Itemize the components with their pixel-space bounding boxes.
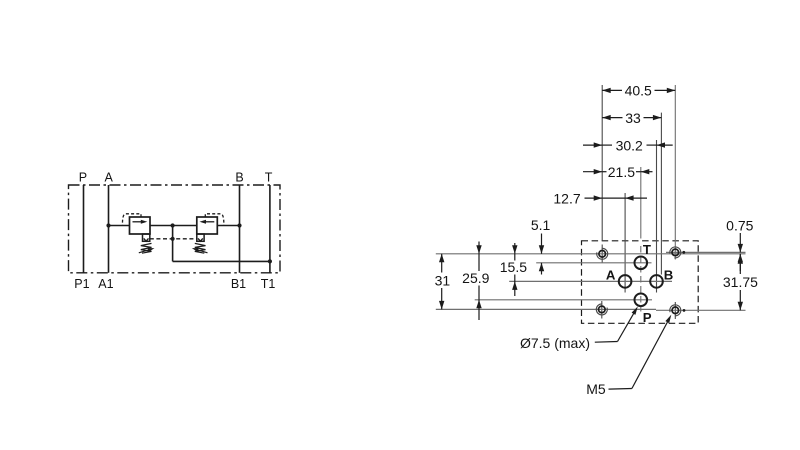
- svg-text:5.1: 5.1: [531, 217, 551, 233]
- svg-text:A: A: [105, 171, 114, 185]
- svg-text:T: T: [643, 242, 651, 257]
- svg-text:P1: P1: [74, 277, 89, 291]
- svg-text:M5: M5: [586, 381, 606, 397]
- svg-text:P: P: [79, 171, 87, 185]
- svg-text:12.7: 12.7: [553, 190, 580, 206]
- svg-text:15.5: 15.5: [500, 259, 527, 275]
- svg-text:B1: B1: [231, 277, 246, 291]
- svg-text:T: T: [265, 171, 273, 185]
- svg-text:25.9: 25.9: [462, 270, 489, 286]
- svg-text:31: 31: [435, 272, 451, 288]
- svg-text:31.75: 31.75: [723, 274, 758, 290]
- svg-text:A: A: [606, 268, 616, 283]
- svg-text:0.75: 0.75: [726, 218, 753, 234]
- svg-text:40.5: 40.5: [625, 83, 652, 99]
- svg-text:T1: T1: [261, 277, 276, 291]
- svg-text:P: P: [643, 310, 652, 325]
- svg-text:Ø7.5 (max): Ø7.5 (max): [520, 335, 590, 351]
- svg-text:33: 33: [625, 110, 641, 126]
- svg-text:30.2: 30.2: [616, 137, 643, 153]
- svg-text:B: B: [664, 268, 674, 283]
- svg-text:B: B: [235, 171, 243, 185]
- svg-text:21.5: 21.5: [608, 164, 635, 180]
- svg-text:A1: A1: [98, 277, 113, 291]
